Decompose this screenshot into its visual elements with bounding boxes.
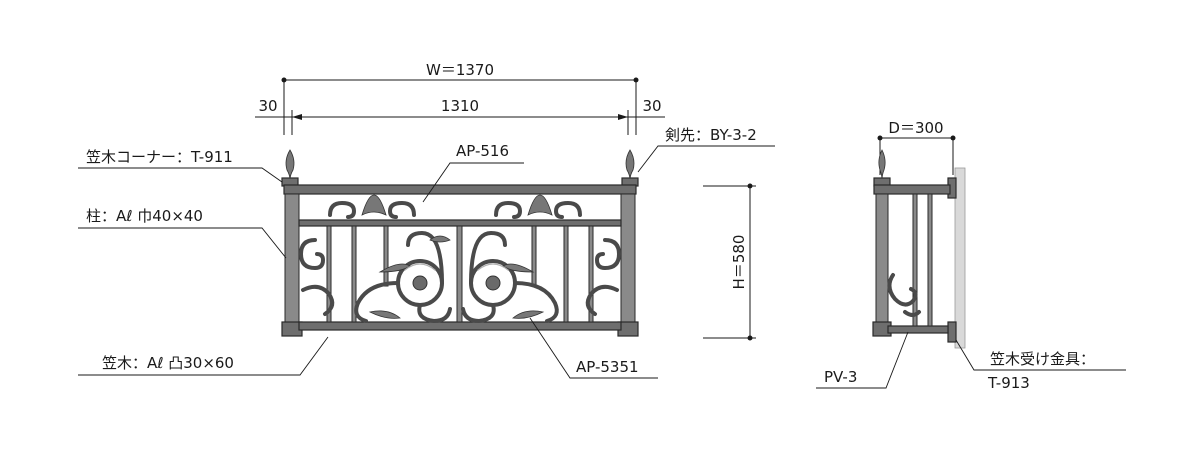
leader-finial xyxy=(637,145,775,173)
callout-bracket-label: 笠木受け金具： xyxy=(990,350,1095,368)
side-scroll-panel xyxy=(887,273,918,307)
side-bar xyxy=(927,193,933,327)
vertical-bars xyxy=(326,225,594,323)
dim-arrow xyxy=(618,114,628,120)
front-dimensions: W＝1370 1310 30 30 xyxy=(255,61,665,135)
depth-label: D＝300 xyxy=(888,119,943,137)
front-callouts: 笠木コーナー：T-911 柱：Aℓ 巾40×40 AP-516 剣先：BY-3-… xyxy=(78,126,775,379)
leader-bracket xyxy=(955,339,1126,371)
height-label: H＝580 xyxy=(730,235,748,290)
leader-top-panel xyxy=(422,162,524,203)
dim-dot xyxy=(747,183,753,189)
overall-width-label: W＝1370 xyxy=(426,61,494,79)
side-bottom-rail xyxy=(887,325,949,334)
right-margin-label: 30 xyxy=(642,97,661,115)
front-railing xyxy=(281,149,639,337)
callout-side-panel: PV-3 xyxy=(824,368,857,386)
bottom-rail xyxy=(298,321,622,331)
callout-main-panel: AP-5351 xyxy=(576,358,639,376)
top-ornament-panel xyxy=(328,194,582,219)
leader-main-panel xyxy=(529,317,658,379)
callout-finial: 剣先：BY-3-2 xyxy=(665,126,757,144)
main-scroll-panel xyxy=(298,230,622,324)
left-margin-label: 30 xyxy=(258,97,277,115)
middle-rail xyxy=(298,219,622,227)
dim-dot xyxy=(747,335,753,341)
side-view: D＝300 PV-3 笠木受け金具： T-913 xyxy=(816,119,1126,392)
side-post xyxy=(875,193,889,325)
callout-handrail: 笠木：Aℓ 凸30×60 xyxy=(102,354,234,372)
callout-top-rail-corner: 笠木コーナー：T-911 xyxy=(86,148,233,166)
wall xyxy=(954,167,966,349)
post-right xyxy=(620,193,636,325)
side-scroll-detail xyxy=(903,310,921,317)
inner-width-label: 1310 xyxy=(441,97,479,115)
finial-right xyxy=(625,149,635,181)
leader-side-panel xyxy=(816,331,909,389)
height-dimension: H＝580 xyxy=(703,183,756,341)
leader-post xyxy=(78,227,287,259)
finial-left xyxy=(285,149,295,181)
side-finial xyxy=(878,149,886,181)
callout-top-panel: AP-516 xyxy=(456,142,509,160)
leader-handrail xyxy=(78,336,329,376)
dim-arrow xyxy=(292,114,302,120)
top-handrail xyxy=(283,184,637,195)
side-bar xyxy=(912,193,918,327)
leader-top-rail-corner xyxy=(78,167,283,183)
callout-post: 柱：Aℓ 巾40×40 xyxy=(86,207,203,225)
wall-bracket-bottom xyxy=(947,321,957,343)
post-left xyxy=(284,193,300,325)
callout-bracket-code: T-913 xyxy=(987,374,1030,392)
side-top-handrail xyxy=(873,184,951,195)
